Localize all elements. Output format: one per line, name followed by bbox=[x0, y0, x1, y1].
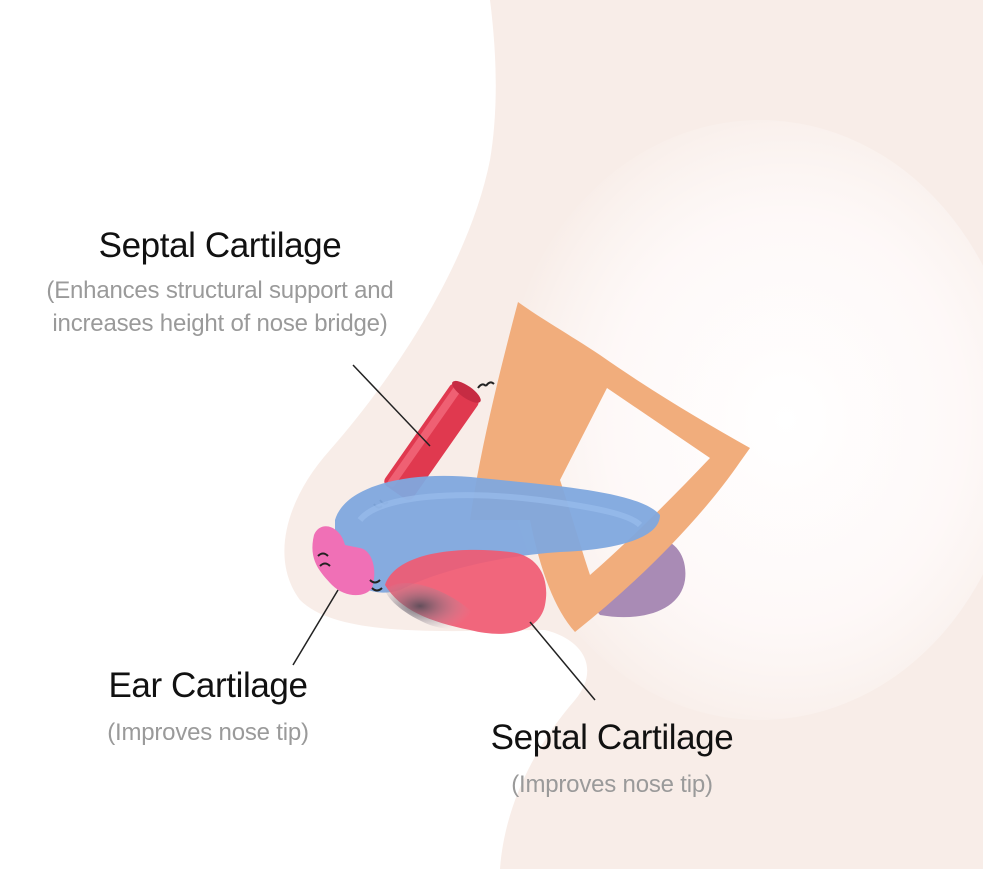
leader-line-ear bbox=[292, 589, 339, 666]
suture-top bbox=[477, 381, 495, 389]
bridge-graft-desc-line1: (Enhances structural support and bbox=[46, 277, 394, 304]
bridge-graft-title: Septal Cartilage bbox=[98, 226, 342, 265]
bridge-graft-label: Septal Cartilage (Enhances structural su… bbox=[20, 226, 420, 340]
leader-line-tip bbox=[529, 621, 596, 701]
tip-graft-label: Septal Cartilage (Improves nose tip) bbox=[462, 718, 762, 801]
ear-graft-label: Ear Cartilage (Improves nose tip) bbox=[58, 666, 358, 749]
tip-graft-desc: (Improves nose tip) bbox=[511, 771, 713, 798]
ear-graft-desc: (Improves nose tip) bbox=[107, 719, 309, 746]
tip-graft-title: Septal Cartilage bbox=[490, 718, 734, 757]
leader-line-bridge bbox=[352, 364, 431, 447]
suture-ear bbox=[317, 552, 383, 592]
ear-graft-title: Ear Cartilage bbox=[108, 666, 308, 705]
bridge-graft-desc-line2: increases height of nose bridge) bbox=[52, 310, 388, 337]
lower-lateral-highlight bbox=[357, 492, 643, 528]
tip-shadow bbox=[385, 582, 473, 630]
bridge-graft bbox=[384, 380, 481, 501]
ear-graft bbox=[312, 526, 375, 596]
